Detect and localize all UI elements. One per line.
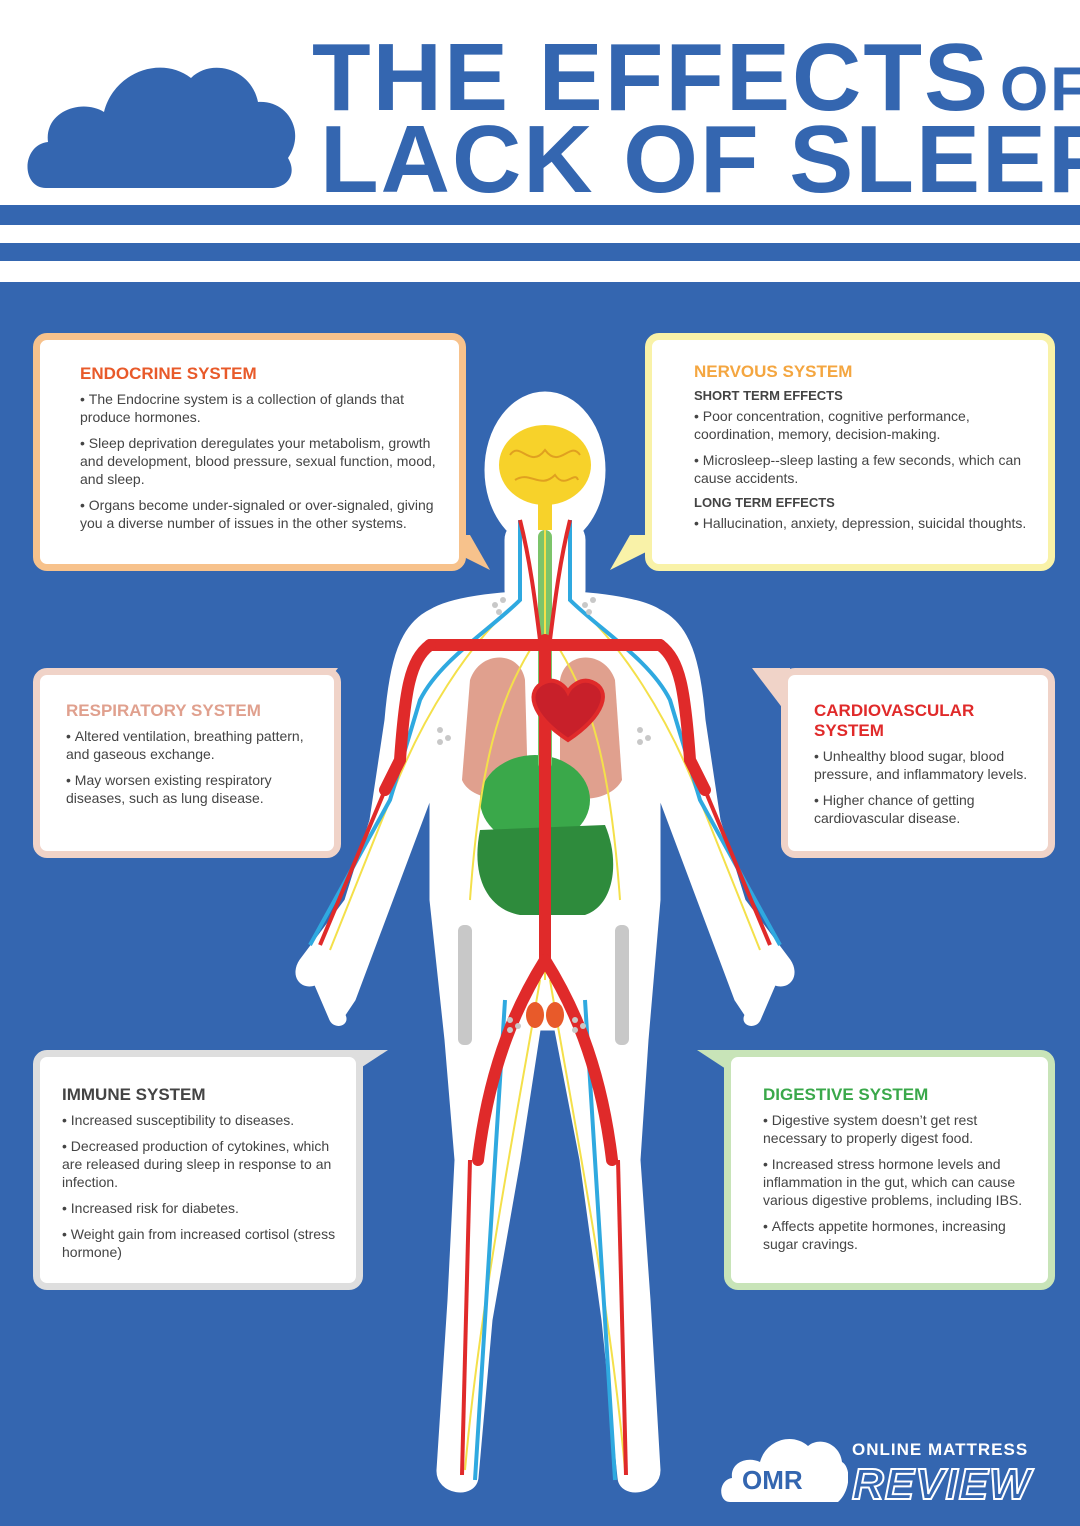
immune-point: Weight gain from increased cortisol (str… [62, 1225, 340, 1261]
femur-bone [458, 925, 472, 1045]
respiratory-title: RESPIRATORY SYSTEM [66, 701, 261, 720]
long-term-label: LONG TERM EFFECTS [694, 495, 835, 510]
digestive-point: Digestive system doesn’t get rest necess… [763, 1111, 1034, 1147]
heart [531, 678, 605, 743]
cloud-icon [27, 67, 296, 188]
endocrine-point: Organs become under-signaled or over-sig… [80, 496, 437, 532]
cardiovascular-title: CARDIOVASCULAR SYSTEM [814, 701, 975, 740]
nervous-title: NERVOUS SYSTEM [694, 362, 853, 381]
short-term-label: SHORT TERM EFFECTS [694, 388, 843, 403]
endocrine-title: ENDOCRINE SYSTEM [80, 364, 257, 383]
digestive-point: Increased stress hormone levels and infl… [763, 1155, 1034, 1209]
brain-folds [509, 448, 581, 482]
arteries-thin [318, 519, 772, 1476]
immune-point: Increased risk for diabetes. [62, 1199, 340, 1217]
respiratory-point: Altered ventilation, breathing pattern, … [66, 727, 318, 763]
nervous-point: Poor concentration, cognitive performanc… [694, 407, 1030, 443]
lymph-nodes [437, 597, 651, 1033]
adrenal-gland [546, 1002, 564, 1028]
cardiovascular-point: Higher chance of getting cardiovascular … [814, 791, 1034, 827]
adrenal-gland [526, 1002, 544, 1028]
endocrine-box: ENDOCRINE SYSTEM The Endocrine system is… [33, 333, 466, 571]
header-stripe [0, 205, 1080, 225]
header-stripe [0, 243, 1080, 261]
title-of: OF [1000, 55, 1080, 124]
brain-stem [538, 500, 552, 530]
digestive-point: Affects appetite hormones, increasing su… [763, 1217, 1034, 1253]
nervous-point: Microsleep--sleep lasting a few seconds,… [694, 451, 1030, 487]
immune-box: IMMUNE SYSTEM Increased susceptibility t… [33, 1050, 363, 1290]
nervous-point: Hallucination, anxiety, depression, suic… [694, 514, 1030, 532]
digestive-box: DIGESTIVE SYSTEM Digestive system doesn’… [724, 1050, 1055, 1290]
title-line-2: LACK OF SLEEP [320, 106, 1080, 213]
arteries [379, 634, 711, 1166]
brand-line-2: REVIEW [851, 1459, 1032, 1510]
brand-cloud-icon [721, 1439, 848, 1502]
stomach [480, 755, 590, 845]
cardiovascular-point: Unhealthy blood sugar, blood pressure, a… [814, 747, 1034, 783]
endocrine-point: The Endocrine system is a collection of … [80, 390, 437, 426]
femur-bone [615, 925, 629, 1045]
endocrine-point: Sleep deprivation deregulates your metab… [80, 434, 437, 488]
brain [499, 425, 591, 505]
immune-point: Decreased production of cytokines, which… [62, 1137, 340, 1191]
respiratory-point: May worsen existing respiratory diseases… [66, 771, 318, 807]
brand-line-1: ONLINE MATTRESS [852, 1440, 1029, 1459]
immune-point: Increased susceptibility to diseases. [62, 1111, 340, 1129]
respiratory-box: RESPIRATORY SYSTEM Altered ventilation, … [33, 668, 341, 858]
cardiovascular-box: CARDIOVASCULAR SYSTEM Unhealthy blood su… [781, 668, 1055, 858]
callout-tail [752, 668, 790, 718]
brand-logo-text: OMR [742, 1465, 803, 1495]
digestive-title: DIGESTIVE SYSTEM [763, 1085, 929, 1104]
immune-title: IMMUNE SYSTEM [62, 1085, 206, 1104]
nervous-box: NERVOUS SYSTEM SHORT TERM EFFECTS Poor c… [645, 333, 1055, 571]
